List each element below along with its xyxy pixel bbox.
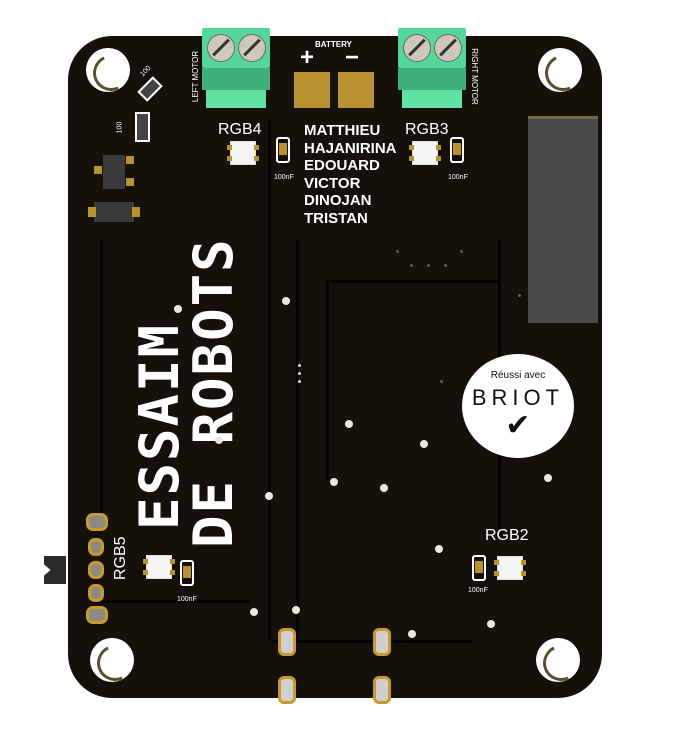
rgb4-capacitor: [276, 137, 290, 163]
via: [250, 608, 258, 616]
via: [544, 474, 552, 482]
rgb2-label: RGB2: [485, 527, 529, 544]
rgb3-capacitor: [450, 137, 464, 163]
header-pin: [88, 538, 104, 556]
badge-line2: BRIOT: [471, 385, 565, 410]
header-pin: [86, 606, 108, 624]
battery-label: BATTERY: [315, 40, 352, 49]
screw-icon: [434, 34, 462, 62]
pad: [126, 156, 134, 164]
usb-pad: [373, 676, 391, 704]
rgb4-cap-label: 100nF: [274, 174, 294, 181]
rgb4-led: [227, 141, 259, 165]
via: [487, 620, 495, 628]
team-name: HAJANIRINA: [304, 139, 397, 157]
rgb5-label: RGB5: [112, 536, 129, 580]
briot-badge: Réussi avec BRIOT ✔: [462, 354, 574, 458]
screw-icon: [207, 34, 235, 62]
usb-pad: [373, 628, 391, 656]
mounting-hole-top-left: [86, 48, 130, 92]
display-module: [528, 116, 598, 323]
rgb3-label: RGB3: [405, 121, 449, 138]
trace: [330, 280, 500, 283]
battery-pad-minus: [338, 72, 374, 108]
team-name: VICTOR: [304, 174, 361, 192]
usb-pad: [278, 628, 296, 656]
screw-icon: [238, 34, 266, 62]
rgb5-led: [143, 555, 175, 579]
pad: [126, 178, 134, 186]
mounting-hole-bottom-right: [536, 638, 580, 682]
test-point: [427, 264, 430, 267]
trace: [296, 240, 299, 640]
rgb3-led: [409, 141, 441, 165]
right-motor-label: RIGHT MOTOR: [469, 48, 479, 105]
screw-icon: [403, 34, 431, 62]
team-name: MATTHIEU: [304, 122, 381, 139]
via: [292, 606, 300, 614]
badge-line1: Réussi avec: [490, 370, 546, 381]
via: [330, 478, 338, 486]
check-icon: ✔: [505, 409, 531, 442]
trace: [326, 280, 329, 480]
pad: [88, 207, 96, 217]
mounting-hole-bottom-left: [90, 638, 134, 682]
side-switch: [44, 556, 66, 584]
via: [345, 420, 353, 428]
via: [408, 630, 416, 638]
team-names: MATTHIEU HAJANIRINA EDOUARD VICTOR DINOJ…: [304, 122, 397, 227]
pad: [94, 166, 102, 174]
via: [174, 305, 182, 313]
test-point: [410, 264, 413, 267]
via: [420, 440, 428, 448]
resistor: [135, 112, 150, 142]
right-motor-terminal: [398, 28, 466, 108]
via: [215, 436, 223, 444]
battery-pad-plus: [294, 72, 330, 108]
transistor: [103, 155, 125, 189]
rgb5-cap-label: 100nF: [177, 596, 197, 603]
test-point: [298, 380, 301, 383]
left-motor-terminal: [202, 28, 270, 108]
team-name: TRISTAN: [304, 209, 368, 227]
test-point: [440, 380, 443, 383]
mounting-hole-top-right: [538, 48, 582, 92]
trace: [90, 600, 250, 603]
header-pin: [88, 584, 104, 602]
via: [282, 297, 290, 305]
board-title-line2: DE ROBOTS: [182, 237, 245, 548]
header-pin: [86, 513, 108, 531]
rgb2-capacitor: [472, 555, 486, 581]
rgb5-capacitor: [180, 560, 194, 586]
usb-pad: [278, 676, 296, 704]
header-pin: [88, 561, 104, 579]
test-point: [396, 250, 399, 253]
team-name: DINOJAN: [304, 192, 372, 209]
battery-minus-sign: −: [345, 44, 360, 71]
battery-plus-sign: +: [300, 44, 315, 71]
pad: [132, 207, 140, 217]
rgb3-cap-label: 100nF: [448, 174, 468, 181]
test-point: [460, 250, 463, 253]
team-name: EDOUARD: [304, 157, 380, 174]
rgb2-led: [494, 556, 526, 580]
via: [435, 545, 443, 553]
left-motor-label: LEFT MOTOR: [191, 50, 201, 103]
test-point: [298, 372, 301, 375]
rgb2-cap-label: 100nF: [468, 587, 488, 594]
via: [380, 484, 388, 492]
trace: [272, 640, 472, 643]
resistor-label: 100: [116, 121, 124, 134]
diode: [94, 202, 134, 222]
rgb4-label: RGB4: [218, 121, 262, 138]
test-point: [298, 364, 301, 367]
trace: [100, 240, 103, 520]
trace: [268, 120, 271, 640]
test-point: [444, 264, 447, 267]
via: [265, 492, 273, 500]
test-point: [518, 294, 521, 297]
